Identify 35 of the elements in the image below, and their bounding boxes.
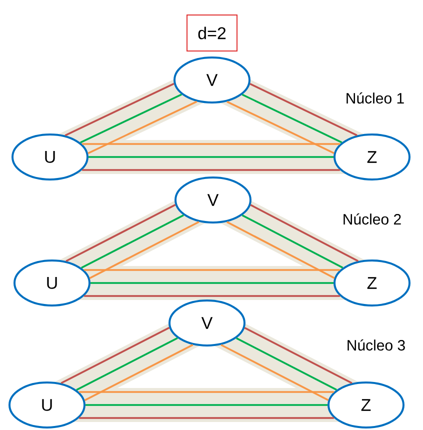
connector-line (82, 169, 340, 171)
connector-line (242, 214, 344, 269)
node-label: Z (361, 399, 371, 411)
core-label: Núcleo 3 (348, 339, 405, 351)
connector-line (250, 204, 359, 262)
connector-line (86, 404, 328, 406)
connector-line (64, 82, 174, 136)
connector-line (81, 214, 184, 269)
connector-line (89, 221, 200, 279)
connector-line (244, 327, 352, 384)
node-label: Z (367, 151, 377, 163)
connector-line (82, 143, 340, 145)
connector-line (88, 156, 334, 158)
connector-line (84, 295, 340, 297)
connector-line (90, 282, 334, 284)
connector-line (242, 94, 342, 144)
connector-line (79, 391, 334, 393)
connector-line (76, 337, 178, 391)
connector-line (250, 83, 358, 136)
connector-line (236, 337, 337, 391)
connector-line (84, 344, 194, 402)
connector-line (84, 269, 340, 271)
connector-line (66, 204, 176, 262)
connector-line (226, 100, 334, 154)
connector-line (60, 326, 170, 384)
connector-line (88, 100, 198, 154)
connector-line (80, 94, 182, 144)
value-box: d=2 (186, 14, 238, 52)
connector-line (226, 221, 335, 279)
core-label: Núcleo 1 (346, 92, 404, 104)
connector-line (220, 344, 329, 401)
connector-line (79, 417, 334, 419)
node-label: Z (367, 277, 377, 289)
node-label: U (42, 399, 52, 411)
core-label: Núcleo 2 (344, 213, 401, 225)
